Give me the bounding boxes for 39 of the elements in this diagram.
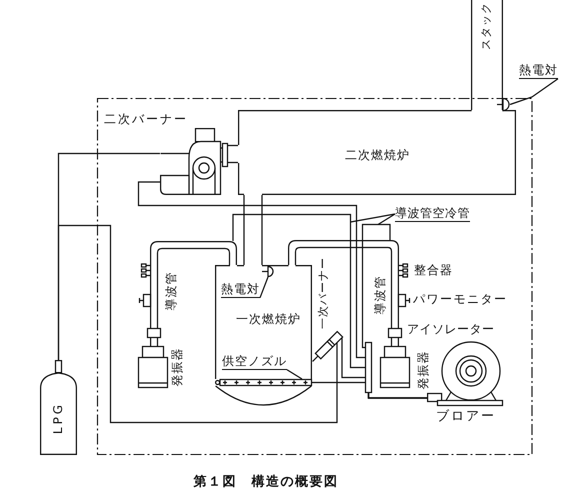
callout-label: 供空ノズル [222, 355, 287, 370]
nozzle-bar [215, 379, 312, 386]
thermocouple-icon [497, 98, 510, 111]
leader-line [378, 213, 396, 226]
part-label: 二次バーナー [104, 113, 188, 127]
waveguide-tube [150, 241, 237, 328]
chamber-label: 一次燃焼炉 [236, 313, 301, 327]
part-label: 発振器 [171, 348, 185, 386]
part-label: 導波管 [165, 272, 179, 310]
burner-drawing [160, 128, 238, 195]
part-label: アイソレーター [407, 323, 494, 337]
burner-drawing [312, 331, 343, 362]
pipe-line [312, 382, 427, 399]
part-label: パワーモニター [413, 293, 508, 307]
part-label: ブロアー [436, 410, 496, 425]
leader-line [259, 276, 269, 298]
callout-label: 熱電対 [519, 64, 558, 79]
thermocouple-icon [262, 266, 274, 277]
figure-caption: 第１図 構造の概要図 [194, 476, 338, 490]
part-label: 一次バーナー [318, 257, 330, 329]
leader-line [510, 78, 558, 106]
blower-drawing [427, 341, 503, 406]
cylinder-label: LPG [52, 402, 66, 434]
pipe-line [58, 224, 338, 424]
callout-label: 導波管空冷管 [395, 207, 470, 222]
leader-line [286, 369, 302, 380]
part-label: 整合器 [414, 264, 453, 278]
leader-line [350, 213, 396, 223]
gas-cylinder [40, 360, 77, 455]
stack-label: スタック [480, 2, 494, 50]
stack-pipe [471, 0, 503, 110]
part-label: 発振器 [417, 350, 431, 390]
chamber-label: 二次燃焼炉 [345, 149, 410, 163]
part-label: 導波管 [374, 276, 388, 314]
flue-duct [243, 194, 263, 266]
waveguide-tube [388, 240, 399, 328]
furnace-chamber [238, 110, 516, 195]
callout-label: 熱電対 [221, 283, 260, 298]
furnace-chamber [215, 265, 312, 405]
